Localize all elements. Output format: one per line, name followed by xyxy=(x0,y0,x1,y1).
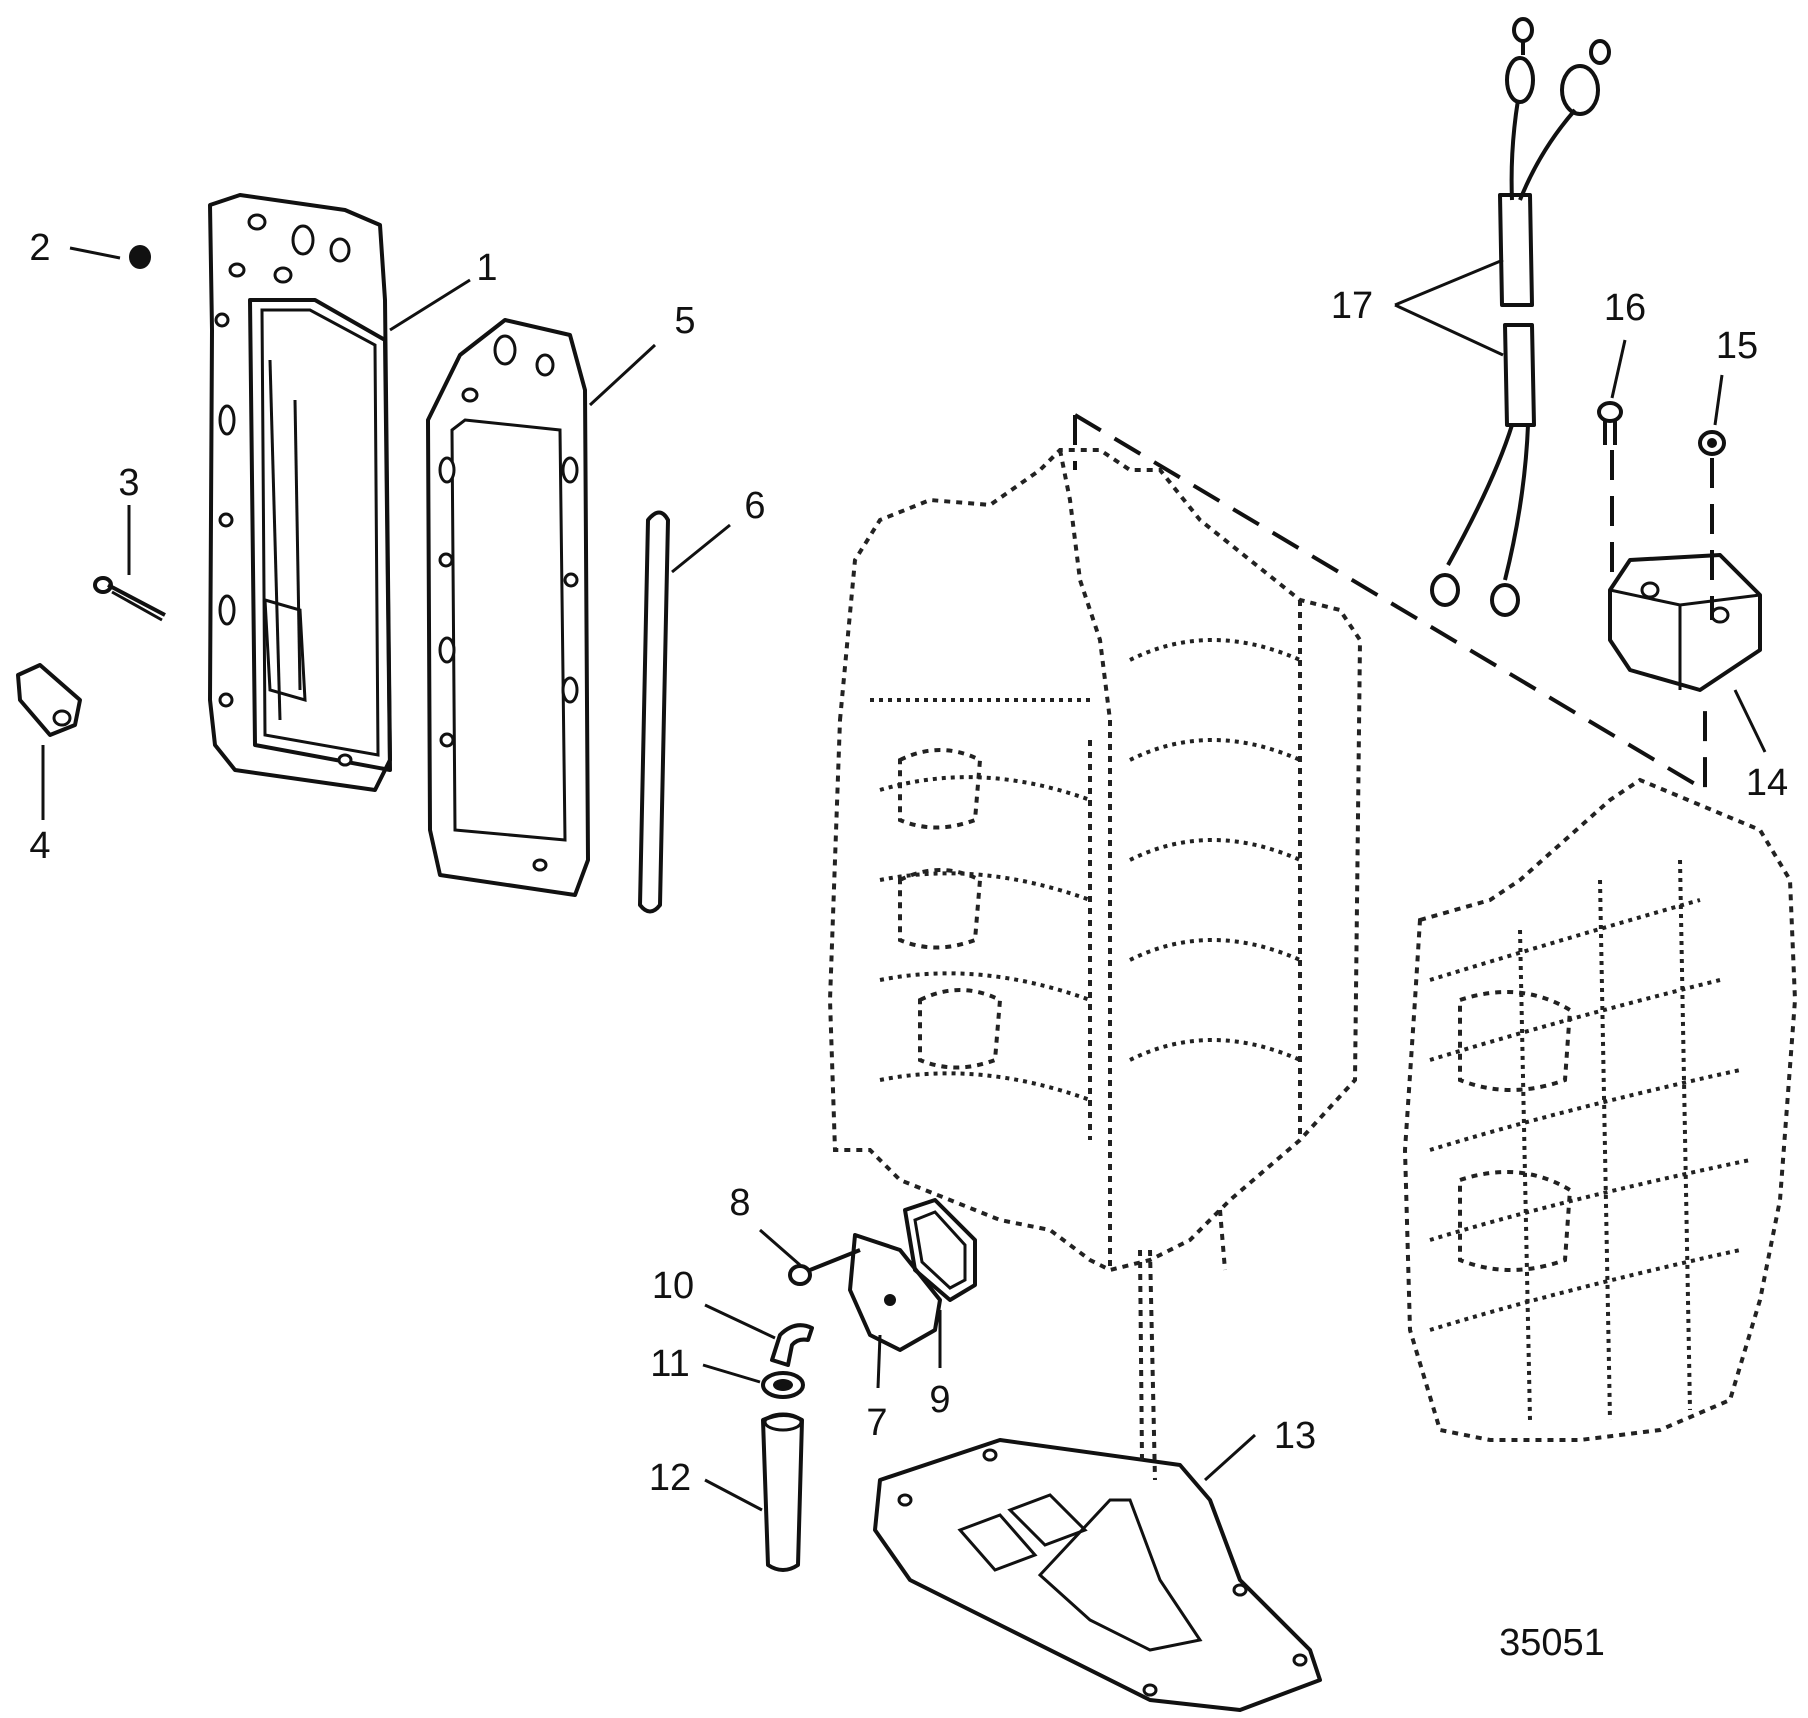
callout-14: 14 xyxy=(1746,762,1788,804)
callout-5: 5 xyxy=(674,300,695,342)
callout-8: 8 xyxy=(729,1182,750,1224)
callout-16: 16 xyxy=(1604,287,1646,329)
leader-15 xyxy=(1713,374,1724,426)
part-8-screw xyxy=(788,1248,861,1286)
callout-9: 9 xyxy=(929,1379,950,1421)
callout-labels: 1 2 3 4 5 6 7 8 9 10 11 12 13 14 15 16 1… xyxy=(29,227,1788,1499)
part-2-nut xyxy=(129,245,151,269)
leader-lines xyxy=(41,246,1767,1512)
leader-7 xyxy=(876,1334,882,1389)
part-9-cover-gasket xyxy=(903,1198,977,1302)
leader-8 xyxy=(759,1228,801,1267)
leader-17b xyxy=(1394,303,1504,357)
part-17-wire-harness xyxy=(1430,17,1611,617)
part-11-hose-clamp xyxy=(761,1371,805,1399)
callout-1: 1 xyxy=(476,247,497,289)
leader-1 xyxy=(389,278,471,332)
part-16-screw xyxy=(1597,401,1623,445)
leader-17a xyxy=(1394,258,1504,307)
callout-2: 2 xyxy=(29,227,50,269)
part-10-elbow-fitting xyxy=(770,1323,814,1367)
part-13-base-gasket xyxy=(873,1438,1322,1712)
callout-7: 7 xyxy=(866,1402,887,1444)
callout-6: 6 xyxy=(744,485,765,527)
engine-block-reference xyxy=(827,448,1363,1481)
leader-10 xyxy=(704,1303,776,1340)
part-4-clamp xyxy=(16,663,82,737)
figure-number: 35051 xyxy=(1499,1622,1605,1664)
phantom-mounting-lines xyxy=(1073,413,1714,794)
leader-16 xyxy=(1610,339,1627,399)
callout-10: 10 xyxy=(652,1265,694,1307)
callout-3: 3 xyxy=(118,462,139,504)
leader-11 xyxy=(702,1363,761,1384)
callout-13: 13 xyxy=(1274,1415,1316,1457)
part-6-seal-strip xyxy=(638,510,670,914)
part-1-exhaust-plate xyxy=(208,193,392,792)
leader-13 xyxy=(1203,1433,1257,1482)
callout-4: 4 xyxy=(29,825,50,867)
callout-17: 17 xyxy=(1331,285,1373,327)
leader-6 xyxy=(671,523,731,574)
cylinder-head-reference xyxy=(1402,777,1798,1442)
callout-11: 11 xyxy=(650,1343,689,1385)
part-3-screw xyxy=(93,576,166,622)
callout-12: 12 xyxy=(649,1457,691,1499)
part-5-gasket xyxy=(426,318,590,897)
leader-14 xyxy=(1733,689,1767,753)
part-12-hose xyxy=(761,1412,804,1572)
leader-12 xyxy=(704,1478,763,1512)
leader-2 xyxy=(69,246,121,260)
part-7-cover xyxy=(848,1233,942,1352)
part-15-nut xyxy=(1698,430,1726,456)
part-14-electrical-module xyxy=(1608,553,1762,692)
callout-15: 15 xyxy=(1716,325,1758,367)
leader-5 xyxy=(588,343,657,407)
